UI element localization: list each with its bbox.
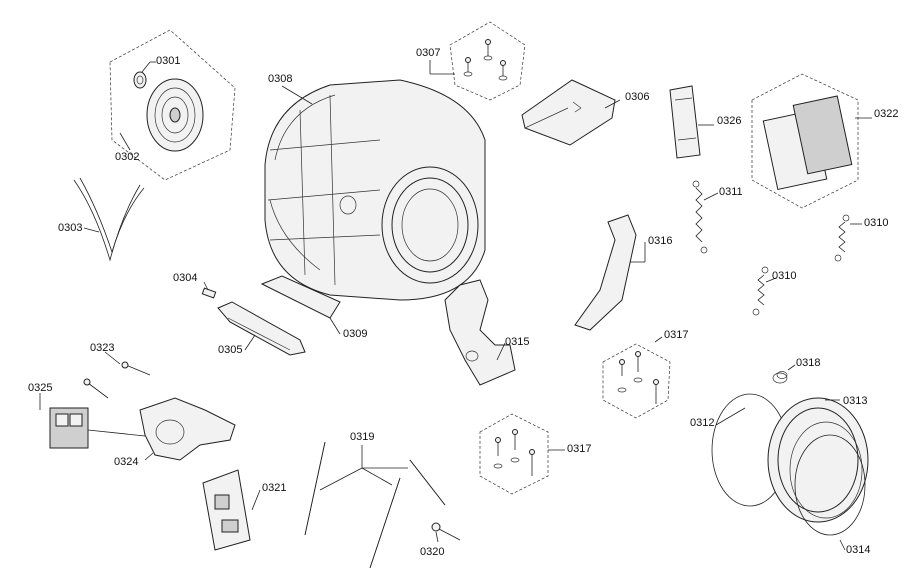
label-0312: 0312	[690, 417, 714, 429]
label-0310-right: 0310	[864, 217, 888, 229]
shock-dampers	[304, 441, 446, 569]
label-0305: 0305	[218, 344, 242, 356]
fasteners-group-top	[429, 21, 526, 101]
label-0318: 0318	[796, 357, 820, 369]
support-bracket	[444, 279, 516, 386]
label-0321: 0321	[262, 482, 286, 494]
heater-group	[201, 275, 341, 356]
cover-plate	[521, 79, 621, 146]
label-0309: 0309	[343, 328, 367, 340]
label-0311: 0311	[719, 186, 743, 198]
label-0302: 0302	[115, 151, 139, 163]
door-gasket-assembly	[711, 393, 869, 551]
pulley-group	[109, 29, 236, 181]
label-0322: 0322	[874, 108, 898, 120]
spring-0311	[692, 180, 719, 254]
label-0313: 0313	[843, 395, 867, 407]
clamp-clip	[772, 364, 796, 384]
label-0320: 0320	[420, 546, 444, 558]
fasteners-group-bottom	[479, 413, 565, 495]
sensor-0325	[39, 393, 146, 449]
control-board-0321	[202, 469, 261, 551]
electronics-module	[751, 73, 872, 209]
belt	[73, 177, 145, 262]
label-0314: 0314	[846, 544, 870, 556]
label-0303: 0303	[58, 222, 82, 234]
label-0307: 0307	[416, 47, 440, 59]
label-0323: 0323	[90, 342, 114, 354]
panel-strip	[669, 85, 714, 159]
spring-0310-left	[752, 266, 777, 316]
label-0301: 0301	[156, 55, 180, 67]
label-0310-left: 0310	[772, 270, 796, 282]
screws-0323	[83, 351, 151, 399]
label-0325: 0325	[28, 382, 52, 394]
label-0317-right: 0317	[664, 329, 688, 341]
spring-0310-right	[834, 214, 862, 262]
drain-pump	[139, 397, 236, 461]
shock-bracket-arm	[574, 214, 646, 331]
label-0319: 0319	[350, 431, 374, 443]
label-0304: 0304	[173, 272, 197, 284]
label-0326: 0326	[717, 115, 741, 127]
label-0324: 0324	[114, 456, 138, 468]
tub	[264, 79, 486, 301]
fasteners-group-right	[602, 336, 671, 419]
label-0316: 0316	[648, 235, 672, 247]
label-0315: 0315	[505, 336, 529, 348]
label-0308: 0308	[268, 73, 292, 85]
label-0306: 0306	[625, 91, 649, 103]
screw-0320	[431, 522, 461, 543]
label-0317-bottom: 0317	[567, 443, 591, 455]
